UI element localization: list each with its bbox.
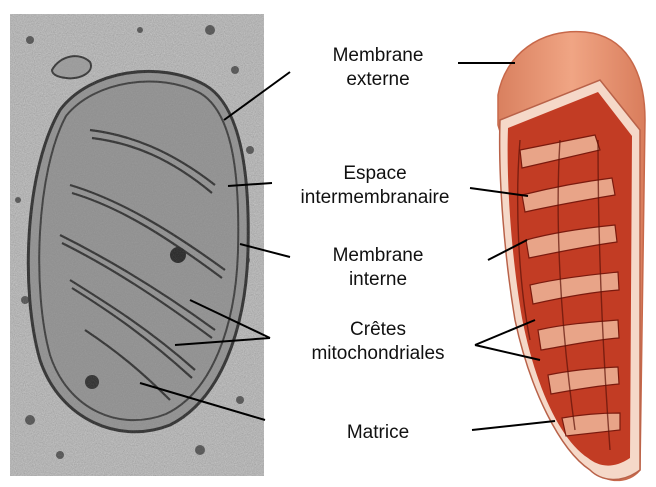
label-intermembrane-space: Espace intermembranaire — [270, 162, 480, 210]
label-cristae-line2: mitochondriales — [280, 342, 476, 366]
label-cristae-line1: Crêtes — [280, 318, 476, 342]
leader-matrix-right — [472, 421, 555, 430]
mitochondrion-cutaway — [498, 32, 645, 481]
label-matrix: Matrice — [300, 421, 456, 445]
label-outer-membrane: Membrane externe — [300, 44, 456, 92]
label-cristae: Crêtes mitochondriales — [280, 318, 476, 366]
label-inner-membrane-line2: interne — [300, 268, 456, 292]
label-intermembrane-line2: intermembranaire — [270, 186, 480, 210]
label-outer-membrane-line1: Membrane — [300, 44, 456, 68]
label-matrix-line1: Matrice — [300, 421, 456, 445]
label-inner-membrane: Membrane interne — [300, 244, 456, 292]
label-inner-membrane-line1: Membrane — [300, 244, 456, 268]
label-outer-membrane-line2: externe — [300, 68, 456, 92]
label-intermembrane-line1: Espace — [270, 162, 480, 186]
electron-micrograph — [10, 14, 264, 476]
